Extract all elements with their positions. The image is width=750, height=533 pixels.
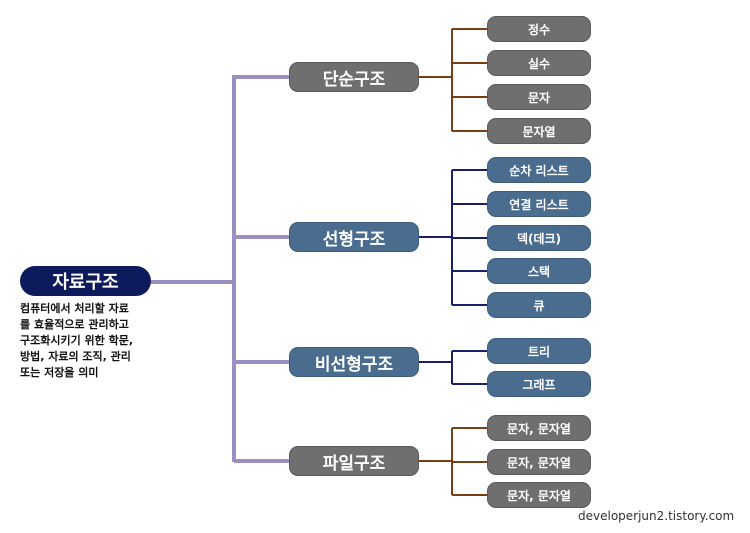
leaf-sequential-list: 순차 리스트 bbox=[487, 157, 591, 183]
description-line: 방법, 자료의 조직, 관리 bbox=[20, 350, 131, 363]
leaf-label: 문자, 문자열 bbox=[507, 455, 571, 470]
category-label: 선형구조 bbox=[322, 229, 386, 250]
leaf-deque: 덱(데크) bbox=[487, 225, 591, 251]
leaf-character: 문자 bbox=[487, 84, 591, 110]
leaf-label: 그래프 bbox=[522, 377, 556, 392]
description-line: 또는 저장을 의미 bbox=[20, 366, 99, 379]
leaf-file-item: 문자, 문자열 bbox=[487, 482, 591, 508]
leaf-label: 문자 bbox=[527, 90, 551, 105]
root-description: 컴퓨터에서 처리할 자료 를 효율적으로 관리하고 구조화시키기 위한 학문, … bbox=[20, 301, 160, 381]
category-label: 파일구조 bbox=[322, 453, 386, 474]
category-linear-structure: 선형구조 bbox=[289, 222, 419, 252]
description-line: 를 효율적으로 관리하고 bbox=[20, 318, 129, 331]
leaf-label: 트리 bbox=[527, 344, 551, 359]
description-line: 컴퓨터에서 처리할 자료 bbox=[20, 302, 129, 315]
source-watermark: developerjun2.tistory.com bbox=[578, 509, 735, 523]
leaf-label: 문자열 bbox=[522, 124, 556, 139]
root-label: 자료구조 bbox=[52, 272, 119, 293]
root-node: 자료구조 bbox=[20, 266, 151, 296]
leaf-real: 실수 bbox=[487, 50, 591, 76]
leaf-label: 스택 bbox=[527, 264, 551, 279]
leaf-tree: 트리 bbox=[487, 338, 591, 364]
leaf-label: 덱(데크) bbox=[516, 231, 562, 246]
category-label: 비선형구조 bbox=[314, 354, 394, 375]
leaf-graph: 그래프 bbox=[487, 371, 591, 397]
leaf-label: 연결 리스트 bbox=[509, 197, 569, 212]
leaf-label: 실수 bbox=[527, 56, 551, 71]
leaf-string: 문자열 bbox=[487, 118, 591, 144]
leaf-integer: 정수 bbox=[487, 16, 591, 42]
category-simple-structure: 단순구조 bbox=[289, 62, 419, 92]
description-line: 구조화시키기 위한 학문, bbox=[20, 334, 134, 347]
leaf-stack: 스택 bbox=[487, 258, 591, 284]
leaf-file-item: 문자, 문자열 bbox=[487, 449, 591, 475]
leaf-label: 큐 bbox=[533, 298, 545, 313]
leaf-queue: 큐 bbox=[487, 292, 591, 318]
category-nonlinear-structure: 비선형구조 bbox=[289, 347, 419, 377]
category-file-structure: 파일구조 bbox=[289, 446, 419, 476]
leaf-label: 문자, 문자열 bbox=[507, 421, 571, 436]
leaf-label: 문자, 문자열 bbox=[507, 488, 571, 503]
category-label: 단순구조 bbox=[322, 69, 386, 90]
leaf-file-item: 문자, 문자열 bbox=[487, 415, 591, 441]
leaf-label: 순차 리스트 bbox=[509, 163, 569, 178]
leaf-label: 정수 bbox=[527, 22, 551, 37]
leaf-linked-list: 연결 리스트 bbox=[487, 191, 591, 217]
